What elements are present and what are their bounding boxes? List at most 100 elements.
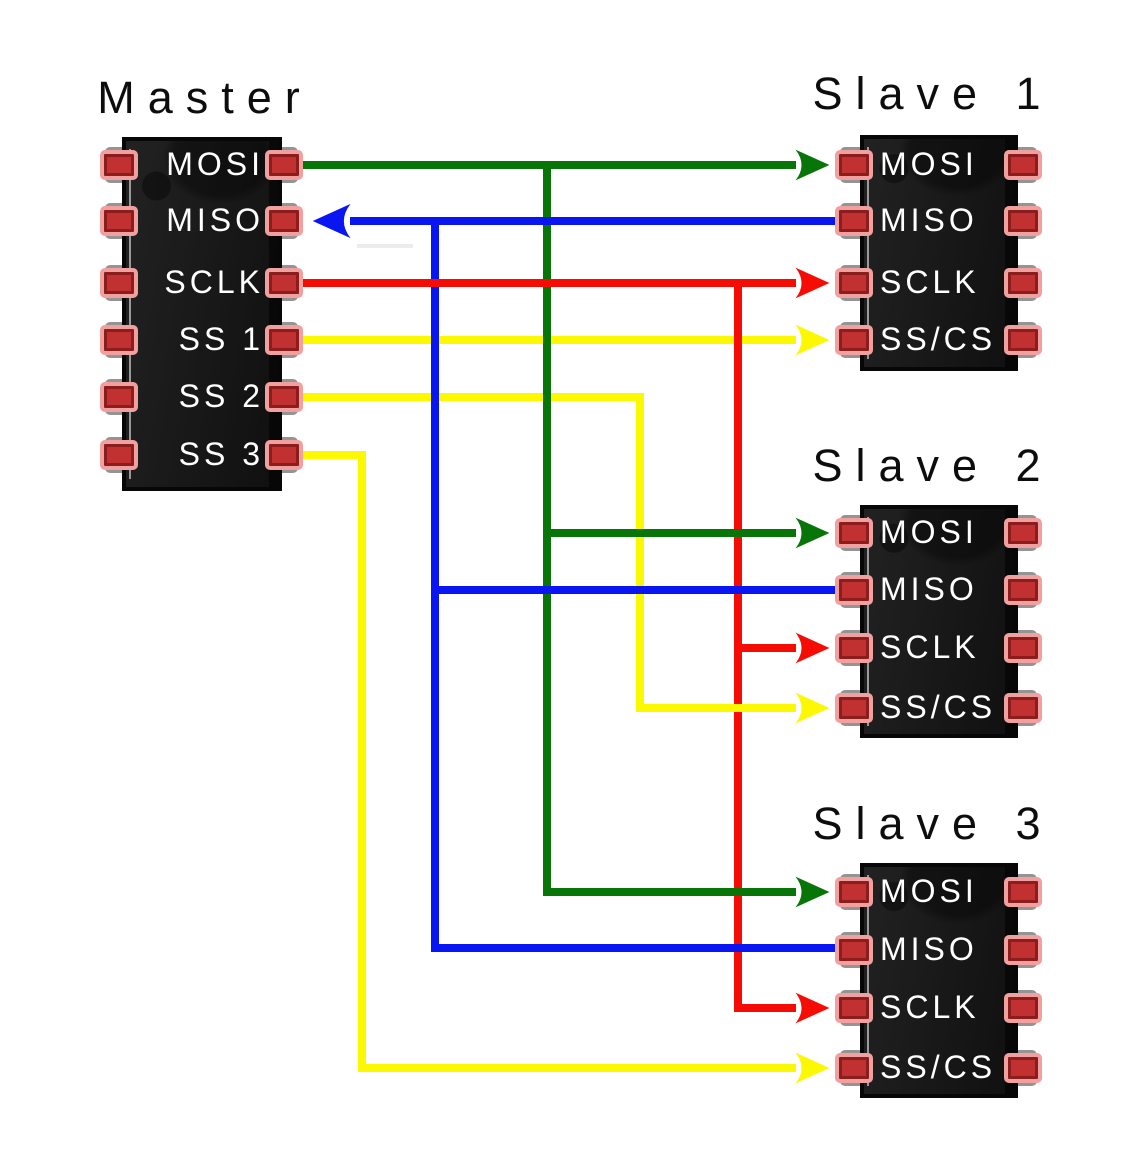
slave2-pin-pad-left-4 (835, 693, 873, 723)
master-pin-pad-right-6 (265, 440, 303, 470)
pin-label-slave2-ss-cs: SS/CS (880, 688, 997, 725)
master-pin-lead-left-3 (105, 265, 139, 301)
master-pin-lead-right-2 (264, 203, 298, 239)
pin-label-slave2-sclk: SCLK (880, 628, 980, 665)
slave2-pin-lead-right-4 (1003, 690, 1037, 726)
pin-label-slave1-mosi: MOSI (880, 145, 978, 182)
pin-label-slave3-mosi: MOSI (880, 872, 978, 909)
master-pin-pad-right-3 (265, 268, 303, 298)
ss3-wire-master-to-slave3 (300, 451, 830, 1084)
master-pin-lead-right-3 (264, 265, 298, 301)
slave1-pin-pad-right-4 (1004, 325, 1042, 355)
master-pin-lead-right-6 (264, 437, 298, 473)
master-pin-pad-right-1 (265, 150, 303, 180)
master-pin-pad-left-4 (100, 325, 138, 355)
slave1-pin-lead-left-1 (840, 147, 874, 183)
slave2-pin-lead-right-2 (1003, 572, 1037, 608)
pin-label-master-ss-1: SS 1 (178, 320, 264, 357)
slave3-pin-lead-left-4 (840, 1050, 874, 1086)
slave1-pin-pad-left-4 (835, 325, 873, 355)
slave1-pin-pad-right-3 (1004, 268, 1042, 298)
slave1-pin-pad-left-2 (835, 206, 873, 236)
slave3-pin-pad-right-3 (1004, 993, 1042, 1023)
slave3-pin-lead-left-3 (840, 990, 874, 1026)
slave2-pin-lead-right-1 (1003, 515, 1037, 551)
pin-label-slave1-sclk: SCLK (880, 263, 980, 300)
slave1-pin-lead-left-3 (840, 265, 874, 301)
slave2-pin-lead-left-3 (840, 630, 874, 666)
master-pin-pad-right-5 (265, 382, 303, 412)
slave1-pin-lead-right-3 (1003, 265, 1037, 301)
pin-label-slave3-miso: MISO (880, 930, 978, 967)
slave3-pin-pad-left-3 (835, 993, 873, 1023)
slave2-pin-lead-left-2 (840, 572, 874, 608)
slave3-chip-body (860, 863, 1018, 1098)
master-pin-pad-right-2 (265, 206, 303, 236)
slave2-chip-body (860, 505, 1018, 738)
slave3-pin-lead-right-1 (1003, 874, 1037, 910)
slave3-pin-pad-right-4 (1004, 1053, 1042, 1083)
master-pin-lead-left-2 (105, 203, 139, 239)
slave1-pin-lead-left-2 (840, 203, 874, 239)
pin-label-slave2-mosi: MOSI (880, 513, 978, 550)
slave1-pin-pad-left-1 (835, 150, 873, 180)
ss2-wire-master-segment (300, 393, 644, 712)
master-pin-pad-right-4 (265, 325, 303, 355)
pin-label-master-miso: MISO (166, 201, 264, 238)
slave3-pin-pad-left-2 (835, 935, 873, 965)
slave2-pin-lead-left-4 (840, 690, 874, 726)
master-title: Master (97, 72, 313, 123)
slave1-pin-lead-right-2 (1003, 203, 1037, 239)
pin-label-slave3-sclk: SCLK (880, 988, 980, 1025)
slave2-pin-pad-right-1 (1004, 518, 1042, 548)
slave1-pin-lead-left-4 (840, 322, 874, 358)
pin-label-slave1-miso: MISO (880, 201, 978, 238)
slave3-pin-pad-right-1 (1004, 877, 1042, 907)
slave3-pin-lead-left-1 (840, 874, 874, 910)
slave2-pin-pad-right-4 (1004, 693, 1042, 723)
scan-artifact (357, 244, 413, 248)
master-pin-pad-left-2 (100, 206, 138, 236)
slave1-pin-pad-right-1 (1004, 150, 1042, 180)
pin-label-slave1-ss-cs: SS/CS (880, 320, 997, 357)
slave2-pin-pad-left-3 (835, 633, 873, 663)
slave2-pin-lead-left-1 (840, 515, 874, 551)
slave1-pin-pad-left-3 (835, 268, 873, 298)
pin-label-master-ss-3: SS 3 (178, 435, 264, 472)
master-chip-body (122, 137, 282, 491)
pin-label-slave2-miso: MISO (880, 570, 978, 607)
master-pin-lead-left-6 (105, 437, 139, 473)
slave3-pin-lead-right-2 (1003, 932, 1037, 968)
master-pin-lead-right-1 (264, 147, 298, 183)
master-pin-lead-right-5 (264, 379, 298, 415)
slave3-pin-lead-right-3 (1003, 990, 1037, 1026)
pin-label-master-mosi: MOSI (166, 145, 264, 182)
slave2-title: Slave 2 (812, 440, 1054, 491)
slave3-title: Slave 3 (812, 798, 1054, 849)
slave2-pin-pad-right-3 (1004, 633, 1042, 663)
slave3-pin-lead-right-4 (1003, 1050, 1037, 1086)
slave3-pin-lead-left-2 (840, 932, 874, 968)
pin-label-slave3-ss-cs: SS/CS (880, 1048, 997, 1085)
slave2-pin-pad-left-2 (835, 575, 873, 605)
master-pin-lead-left-4 (105, 322, 139, 358)
slave1-title: Slave 1 (812, 68, 1054, 119)
slave2-pin-lead-right-3 (1003, 630, 1037, 666)
master-pin-pad-left-3 (100, 268, 138, 298)
master-pin-lead-left-1 (105, 147, 139, 183)
slave1-pin-pad-right-2 (1004, 206, 1042, 236)
master-pin-pad-left-1 (100, 150, 138, 180)
pin-label-master-ss-2: SS 2 (178, 377, 264, 414)
slave2-pin-pad-right-2 (1004, 575, 1042, 605)
slave3-pin-pad-right-2 (1004, 935, 1042, 965)
slave1-pin-lead-right-1 (1003, 147, 1037, 183)
slave3-pin-pad-left-4 (835, 1053, 873, 1083)
master-pin-lead-right-4 (264, 322, 298, 358)
